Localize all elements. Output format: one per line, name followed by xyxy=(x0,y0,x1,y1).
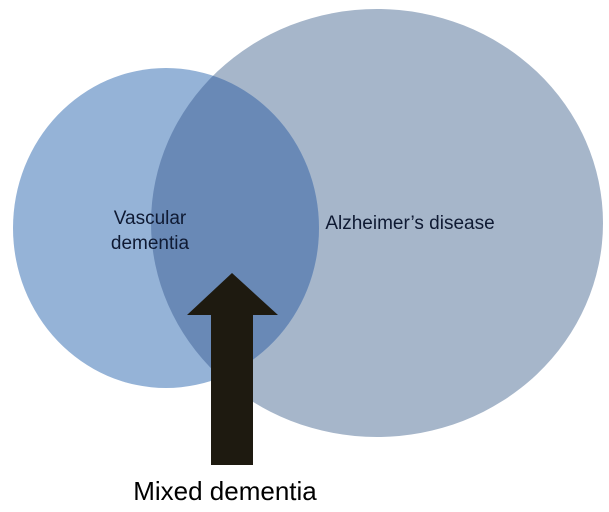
alzheimers-label: Alzheimer’s disease xyxy=(325,213,495,234)
vascular-dementia-label: Vascular dementia xyxy=(80,206,220,256)
mixed-dementia-label: Mixed dementia xyxy=(133,476,317,506)
vascular-label-line1: Vascular xyxy=(113,208,187,229)
vascular-label-line2: dementia xyxy=(110,233,190,254)
arrow-up-icon xyxy=(187,273,278,465)
overlap-region xyxy=(151,68,319,388)
